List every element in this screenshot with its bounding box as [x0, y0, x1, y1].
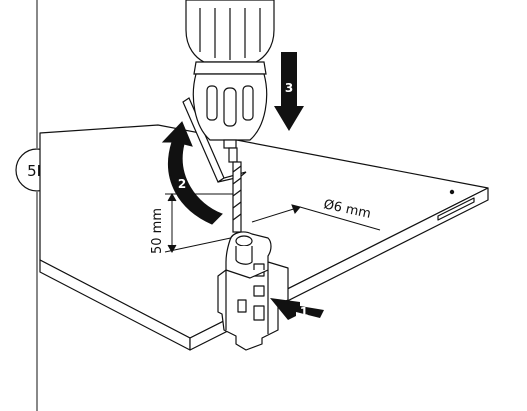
step-1-number: 1 [300, 305, 308, 319]
step-2-number: 2 [178, 177, 186, 191]
drill-icon [185, 0, 275, 233]
step-3-number: 3 [285, 81, 293, 95]
height-dimension-label: 50 mm [150, 208, 165, 254]
diameter-dimension [251, 204, 381, 231]
rotation-arrow [161, 121, 223, 225]
push-down-arrow [274, 52, 304, 131]
bracket-icon [217, 231, 289, 351]
push-side-arrow [270, 298, 324, 320]
